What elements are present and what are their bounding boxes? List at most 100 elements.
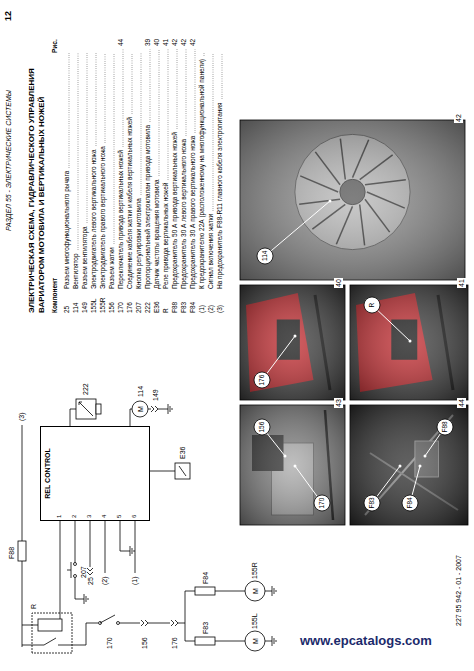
wire [215, 641, 245, 642]
solenoid-symbol [96, 404, 101, 414]
dot-leader [132, 53, 133, 114]
connector-symbol [175, 620, 178, 626]
switch-contact [117, 622, 120, 625]
motor-symbol [245, 581, 265, 601]
photo-shading [350, 285, 468, 400]
leader-dot [294, 465, 297, 468]
part-description: Сигнал включения жатки [208, 214, 215, 289]
figure-number: 41 [457, 278, 466, 288]
motor-symbol [132, 401, 148, 417]
fuse-symbol [195, 637, 215, 645]
part-number: (2) [208, 305, 215, 313]
leader-line [425, 434, 440, 456]
figure-number: 41 [163, 39, 170, 46]
valve-arrow [79, 402, 82, 405]
wire [178, 623, 185, 624]
wire [120, 551, 126, 552]
wire [75, 578, 80, 600]
part-description: Кнопка регулировки мотовила [136, 198, 143, 289]
photo-shading [240, 405, 345, 525]
part-number: 176 [127, 302, 134, 313]
dot-leader [186, 49, 187, 136]
part-description: Реле привода вертикальных ножей [163, 183, 170, 289]
connector-symbol [151, 406, 154, 412]
wire [126, 551, 130, 552]
dot-leader [123, 49, 124, 147]
connector-symbol [145, 620, 148, 626]
ground-symbol [172, 408, 173, 410]
part-number: 156 [109, 302, 116, 313]
photo-shading [350, 405, 468, 525]
connector-symbol [155, 406, 158, 412]
ground-symbol [168, 404, 169, 414]
leader-line [267, 433, 285, 456]
callout-number: 170 [319, 498, 326, 509]
page-number: 12 [4, 11, 13, 21]
part-number: 156 [141, 637, 148, 649]
watermark: www.epcatalogs.com [300, 634, 432, 647]
part-number: R [30, 604, 37, 609]
part-number: 155L [251, 613, 258, 629]
pin-number: 2 [71, 515, 77, 518]
unit-name: REL CONTROL [44, 427, 51, 520]
wire [215, 591, 245, 592]
part-number: E36 [179, 447, 186, 459]
callout-number: F84 [407, 497, 414, 508]
wire [135, 521, 136, 573]
ground-symbol [134, 550, 135, 552]
wire [80, 599, 84, 600]
part-description: Переключатель привода вертикальных ножей [118, 150, 125, 289]
ground-symbol [276, 590, 277, 592]
part-number: 155L [91, 299, 98, 313]
motor-mark: M [252, 588, 259, 594]
part-description: Вентилятор [73, 253, 80, 289]
motor-symbol [245, 631, 265, 651]
photo-frame [350, 405, 468, 525]
ground-symbol [276, 640, 277, 642]
part-number: (3) [217, 305, 224, 313]
ground-symbol [84, 594, 85, 604]
wire [105, 521, 106, 573]
pin-number: 4 [101, 515, 107, 518]
sensor-arrow [179, 466, 186, 476]
motor-mark: M [137, 406, 144, 412]
wire [90, 521, 91, 567]
wire [185, 591, 195, 592]
figure-number: 42 [454, 113, 463, 123]
figure-number: 44 [118, 39, 125, 46]
figure-number: 39 [145, 39, 152, 46]
leader-line [295, 466, 317, 497]
leader-dot [424, 455, 427, 458]
part-number: 222 [82, 383, 89, 395]
part-number: 114 [137, 386, 144, 397]
callout-number: R [369, 303, 376, 308]
wire [158, 409, 164, 410]
wire [268, 641, 272, 642]
pin-number: 1 [56, 515, 62, 518]
leader-dot [329, 200, 332, 203]
callout-number: F83 [369, 497, 376, 508]
part-number: 25 [87, 577, 94, 585]
dot-leader [105, 53, 106, 143]
ground-symbol [88, 598, 89, 600]
document-code: 227 95 942 - 01 - 2007 [455, 555, 462, 626]
part-number: F88 [8, 547, 15, 559]
connector-symbol [171, 620, 174, 626]
figure-number: 43 [334, 398, 343, 408]
leader-line [377, 466, 400, 497]
connector-symbol [141, 620, 144, 626]
reference-mark: (3) [18, 412, 25, 421]
leader-line [412, 466, 420, 495]
wire [22, 425, 23, 541]
leader-dot [284, 455, 287, 458]
part-number: F84 [202, 572, 209, 584]
photo-frame [350, 285, 468, 400]
part-number: 207 [80, 566, 87, 578]
column-header: Рис. [52, 39, 59, 53]
figure-number: 42 [190, 39, 197, 46]
part-number: 222 [145, 302, 152, 313]
photo-shading [240, 120, 465, 280]
reference-mark: (2) [101, 576, 108, 585]
dot-leader [213, 53, 214, 211]
